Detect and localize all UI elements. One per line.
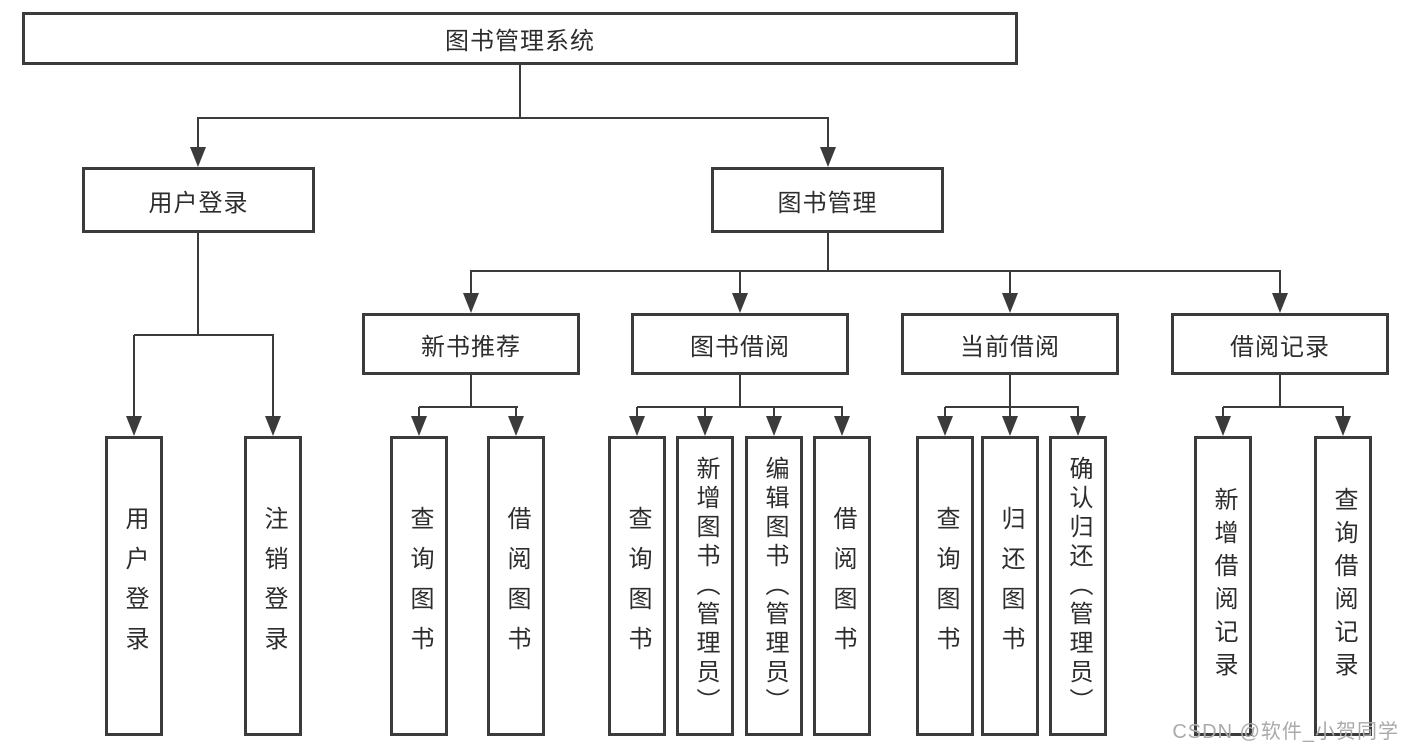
node-book-borrow: 图书借阅: [631, 313, 849, 375]
arrow-down-icon: [1215, 416, 1231, 436]
node-library-system: 图书管理系统: [22, 12, 1018, 65]
node-new-book-recommend: 新书推荐: [362, 313, 580, 375]
connector-line: [637, 406, 843, 408]
leaf-label: 归还图书: [997, 506, 1024, 666]
arrow-down-icon: [463, 293, 479, 313]
leaf-confirm-return-admin: 确认归还（管理员）: [1049, 436, 1107, 736]
connector-line: [470, 270, 1281, 272]
arrow-down-icon: [629, 416, 645, 436]
leaf-label: 编辑图书（管理员）: [761, 455, 788, 717]
connector-line: [272, 335, 274, 418]
node-label: 图书管理: [777, 189, 878, 217]
leaf-query-books: 查询图书: [608, 436, 666, 736]
arrow-down-icon: [820, 147, 836, 167]
connector-line: [827, 118, 829, 150]
connector-line: [1009, 407, 1011, 419]
leaf-borrow-book: 借阅图书: [487, 436, 545, 736]
arrow-down-icon: [508, 416, 524, 436]
arrow-down-icon: [411, 416, 427, 436]
connector-line: [1077, 407, 1079, 419]
connector-line: [739, 271, 741, 295]
connector-line: [515, 407, 517, 419]
connector-line: [197, 118, 199, 150]
arrow-down-icon: [1002, 293, 1018, 313]
leaf-add-borrow-record: 新增借阅记录: [1194, 436, 1252, 736]
leaf-label: 借阅图书: [503, 506, 530, 666]
leaf-label: 查询图书: [932, 506, 959, 666]
connector-line: [1223, 406, 1344, 408]
node-label: 图书管理系统: [445, 28, 595, 55]
connector-line: [841, 407, 843, 419]
connector-line: [1279, 271, 1281, 295]
connector-line: [827, 233, 829, 271]
leaf-return-book: 归还图书: [981, 436, 1039, 736]
leaf-borrow-book: 借阅图书: [813, 436, 871, 736]
connector-line: [197, 233, 199, 335]
arrow-down-icon: [732, 293, 748, 313]
leaf-add-book-admin: 新增图书（管理员）: [676, 436, 734, 736]
node-user-login: 用户登录: [82, 167, 315, 233]
leaf-query-borrow-record: 查询借阅记录: [1314, 436, 1372, 736]
csdn-watermark: CSDN @软件_小贺同学: [1172, 721, 1399, 743]
arrow-down-icon: [1272, 293, 1288, 313]
arrow-down-icon: [937, 416, 953, 436]
arrow-down-icon: [1002, 416, 1018, 436]
connector-line: [197, 117, 829, 119]
arrow-down-icon: [834, 416, 850, 436]
leaf-label: 查询借阅记录: [1330, 487, 1357, 685]
connector-line: [704, 407, 706, 419]
leaf-label: 查询图书: [624, 506, 651, 666]
connector-line: [1009, 375, 1011, 407]
connector-line: [519, 65, 521, 118]
connector-line: [418, 407, 420, 419]
connector-line: [419, 406, 518, 408]
arrow-down-icon: [265, 416, 281, 436]
connector-line: [134, 334, 274, 336]
leaf-label: 新增图书（管理员）: [692, 455, 719, 717]
connector-line: [1222, 407, 1224, 419]
connector-line: [470, 271, 472, 295]
node-label: 当前借阅: [960, 333, 1060, 361]
leaf-query-books: 查询图书: [390, 436, 448, 736]
connector-line: [133, 335, 135, 418]
leaf-label: 用户登录: [121, 506, 148, 666]
connector-line: [944, 407, 946, 419]
leaf-label: 注销登录: [260, 506, 287, 666]
connector-line: [739, 375, 741, 407]
connector-line: [773, 407, 775, 419]
node-label: 新书推荐: [421, 333, 521, 361]
leaf-label: 新增借阅记录: [1210, 487, 1237, 685]
connector-line: [636, 407, 638, 419]
node-label: 用户登录: [148, 189, 249, 217]
connector-line: [1342, 407, 1344, 419]
arrow-down-icon: [766, 416, 782, 436]
node-book-management: 图书管理: [711, 167, 944, 233]
leaf-logout: 注销登录: [244, 436, 302, 736]
leaf-label: 查询图书: [406, 506, 433, 666]
arrow-down-icon: [190, 147, 206, 167]
leaf-label: 确认归还（管理员）: [1065, 455, 1092, 717]
connector-line: [945, 406, 1079, 408]
arrow-down-icon: [697, 416, 713, 436]
connector-line: [1009, 271, 1011, 295]
node-current-borrow: 当前借阅: [901, 313, 1119, 375]
leaf-query-books: 查询图书: [916, 436, 974, 736]
arrow-down-icon: [1335, 416, 1351, 436]
arrow-down-icon: [126, 416, 142, 436]
node-borrow-records: 借阅记录: [1171, 313, 1389, 375]
node-label: 图书借阅: [690, 333, 790, 361]
leaf-label: 借阅图书: [829, 506, 856, 666]
connector-line: [1279, 375, 1281, 407]
leaf-edit-book-admin: 编辑图书（管理员）: [745, 436, 803, 736]
connector-line: [470, 375, 472, 407]
leaf-user-login: 用户登录: [105, 436, 163, 736]
node-label: 借阅记录: [1230, 333, 1330, 361]
arrow-down-icon: [1070, 416, 1086, 436]
